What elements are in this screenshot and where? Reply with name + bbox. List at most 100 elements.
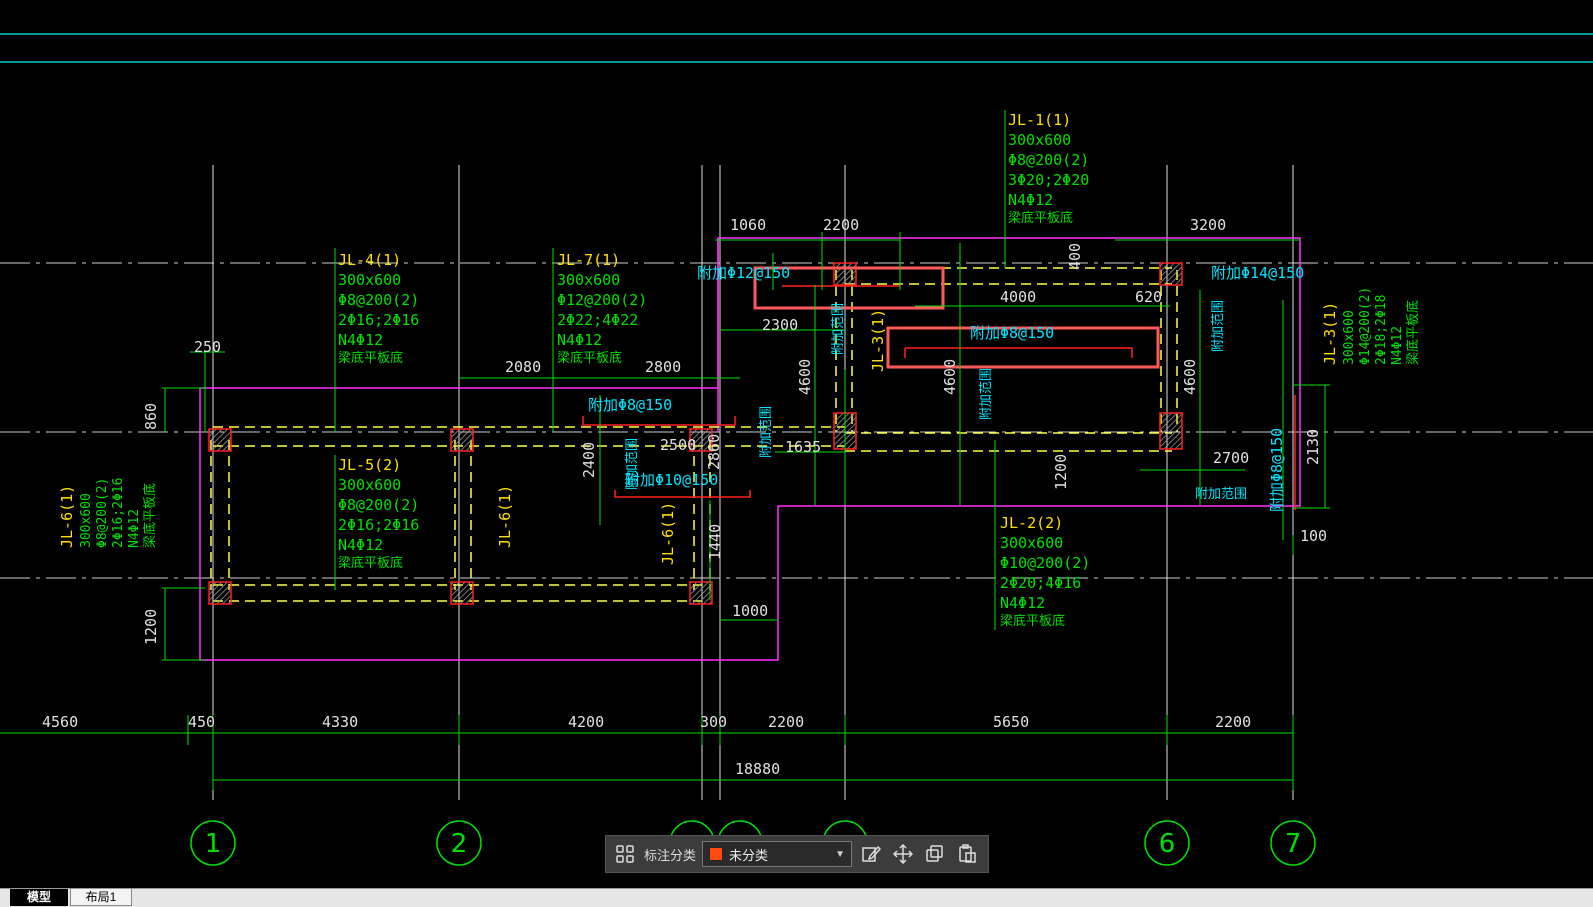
range-notes: 附加范围 附加范围 附加范围 附加范围 附加范围 附加范围 <box>625 300 1247 502</box>
jl3-main: 2Φ18;2Φ18 <box>1374 295 1389 365</box>
jl1-note: 梁底平板底 <box>1008 210 1073 226</box>
jl2-stirrup: Φ10@200(2) <box>1000 554 1090 572</box>
dim-2860: 2860 <box>705 434 723 470</box>
beam-label-jl2: JL-2(2) 300x600 Φ10@200(2) 2Φ20;4Φ16 N4Φ… <box>1000 514 1090 629</box>
axis-label-6: 6 <box>1159 829 1176 859</box>
bottom-dimensions: 4560 450 4330 4200 300 2200 5650 2200 18… <box>42 713 1251 778</box>
dim-1200-left: 1200 <box>142 609 160 645</box>
jl2-size: 300x600 <box>1000 534 1063 552</box>
note-a8-mid: 附加Φ8@150 <box>970 324 1054 342</box>
range-note-5: 附加范围 <box>759 406 774 458</box>
jl7-size: 300x600 <box>557 271 620 289</box>
beam-label-jl3: JL-3(1) 300x600 Φ14@200(2) 2Φ18;2Φ18 N4Φ… <box>1321 287 1421 365</box>
jl4-size: 300x600 <box>338 271 401 289</box>
note-a12: 附加Φ12@150 <box>697 264 790 282</box>
beam-label-jl1: JL-1(1) 300x600 Φ8@200(2) 3Φ20;2Φ20 N4Φ1… <box>1008 111 1089 226</box>
jl5-web: N4Φ12 <box>338 536 383 554</box>
annotation-toolbar: 标注分类 未分类 ▼ <box>605 835 989 873</box>
note-a10: 附加Φ10@150 <box>625 471 718 489</box>
jl4-name: JL-4(1) <box>338 251 401 269</box>
jl5-main: 2Φ16;2Φ16 <box>338 516 419 534</box>
dim-2800: 2800 <box>645 358 681 376</box>
grid-icon[interactable] <box>612 841 638 867</box>
jl5-name: JL-5(2) <box>338 456 401 474</box>
dim-620: 620 <box>1135 288 1162 306</box>
jl1-name: JL-1(1) <box>1008 111 1071 129</box>
highlight-boxes <box>753 266 1160 369</box>
jl7-note: 梁底平板底 <box>557 350 622 366</box>
jl6a-web: N4Φ12 <box>127 509 142 548</box>
jl4-web: N4Φ12 <box>338 331 383 349</box>
beam-label-jl6-mid: JL-6(1) <box>496 485 514 548</box>
dim-2300: 2300 <box>762 316 798 334</box>
jl6a-main: 2Φ16;2Φ16 <box>111 478 126 548</box>
dim-1060: 1060 <box>730 216 766 234</box>
beam-label-jl6-right: JL-6(1) <box>659 502 677 565</box>
jl5-stirrup: Φ8@200(2) <box>338 496 419 514</box>
classification-select[interactable]: 未分类 ▼ <box>702 841 853 867</box>
rebar-notes: 附加Φ12@150 附加Φ14@150 附加Φ8@150 附加Φ8@150 附加… <box>588 264 1304 512</box>
jl6a-stirrup: Φ8@200(2) <box>95 478 110 548</box>
range-note-1: 附加范围 <box>831 303 846 355</box>
note-a8-top: 附加Φ8@150 <box>588 396 672 414</box>
jl5-note: 梁底平板底 <box>338 555 403 571</box>
dim-5650: 5650 <box>993 713 1029 731</box>
jl1-web: N4Φ12 <box>1008 191 1053 209</box>
jl4-note: 梁底平板底 <box>338 350 403 366</box>
dim-3200: 3200 <box>1190 216 1226 234</box>
classification-label: 标注分类 <box>644 847 697 863</box>
copy-icon[interactable] <box>922 841 948 867</box>
rotated-dimensions: 400 860 4600 4600 4600 2400 2860 1200 21… <box>142 243 1322 645</box>
dim-4600-b: 4600 <box>941 359 959 395</box>
dim-450: 450 <box>188 713 215 731</box>
dim-2400: 2400 <box>580 442 598 478</box>
edit-icon[interactable] <box>858 841 884 867</box>
jl3-name: JL-3(1) <box>1321 302 1339 365</box>
tab-layout1[interactable]: 布局1 <box>70 889 132 906</box>
dim-2130: 2130 <box>1304 429 1322 465</box>
axis-label-2: 2 <box>451 829 468 859</box>
columns <box>208 262 1183 605</box>
cad-drawing-canvas[interactable]: 1 2 6 7 4560 450 4330 4200 300 2200 5650… <box>0 0 1593 888</box>
dim-2500: 2500 <box>660 436 696 454</box>
jl2-web: N4Φ12 <box>1000 594 1045 612</box>
paste-icon[interactable] <box>954 841 980 867</box>
note-a8-right: 附加Φ8@150 <box>1268 428 1286 512</box>
jl1-main: 3Φ20;2Φ20 <box>1008 171 1089 189</box>
jl5-size: 300x600 <box>338 476 401 494</box>
dim-2200-a: 2200 <box>768 713 804 731</box>
tab-model[interactable]: 模型 <box>10 889 68 906</box>
jl7-name: JL-7(1) <box>557 251 620 269</box>
jl3-stirrup: Φ14@200(2) <box>1358 287 1373 365</box>
jl2-note: 梁底平板底 <box>1000 613 1065 629</box>
category-color-swatch <box>709 847 724 861</box>
chevron-down-icon: ▼ <box>835 848 846 860</box>
jl7-web: N4Φ12 <box>557 331 602 349</box>
note-a14: 附加Φ14@150 <box>1211 264 1304 282</box>
jl3-note: 梁底平板底 <box>1405 300 1421 365</box>
beam-label-jl4: JL-4(1) 300x600 Φ8@200(2) 2Φ16;2Φ16 N4Φ1… <box>338 251 419 366</box>
foundation-outline <box>199 237 1301 661</box>
jl4-main: 2Φ16;2Φ16 <box>338 311 419 329</box>
range-note-6: 附加范围 <box>1195 487 1247 502</box>
additional-rebar-lines <box>582 285 1296 510</box>
horizontal-axis-lines <box>0 262 1593 579</box>
jl7-main: 2Φ22;4Φ22 <box>557 311 638 329</box>
dim-2200-top: 2200 <box>823 216 859 234</box>
dim-100: 100 <box>1300 527 1327 545</box>
dim-300: 300 <box>700 713 727 731</box>
jl3-web: N4Φ12 <box>1390 326 1405 365</box>
beam-label-jl5: JL-5(2) 300x600 Φ8@200(2) 2Φ16;2Φ16 N4Φ1… <box>338 456 419 571</box>
dim-1000: 1000 <box>732 602 768 620</box>
jl4-stirrup: Φ8@200(2) <box>338 291 419 309</box>
beam-label-jl6-a: JL-6(1) 300x600 Φ8@200(2) 2Φ16;2Φ16 N4Φ1… <box>58 478 158 548</box>
dim-4330: 4330 <box>322 713 358 731</box>
beam-label-jl7: JL-7(1) 300x600 Φ12@200(2) 2Φ22;4Φ22 N4Φ… <box>557 251 647 366</box>
beam-label-jl3-inline: JL-3(1) <box>869 309 887 372</box>
dim-total: 18880 <box>735 760 780 778</box>
move-icon[interactable] <box>890 841 916 867</box>
dim-4600-c: 4600 <box>1181 359 1199 395</box>
jl6a-name: JL-6(1) <box>58 485 76 548</box>
dim-1440: 1440 <box>706 524 724 560</box>
dim-250: 250 <box>194 338 221 356</box>
